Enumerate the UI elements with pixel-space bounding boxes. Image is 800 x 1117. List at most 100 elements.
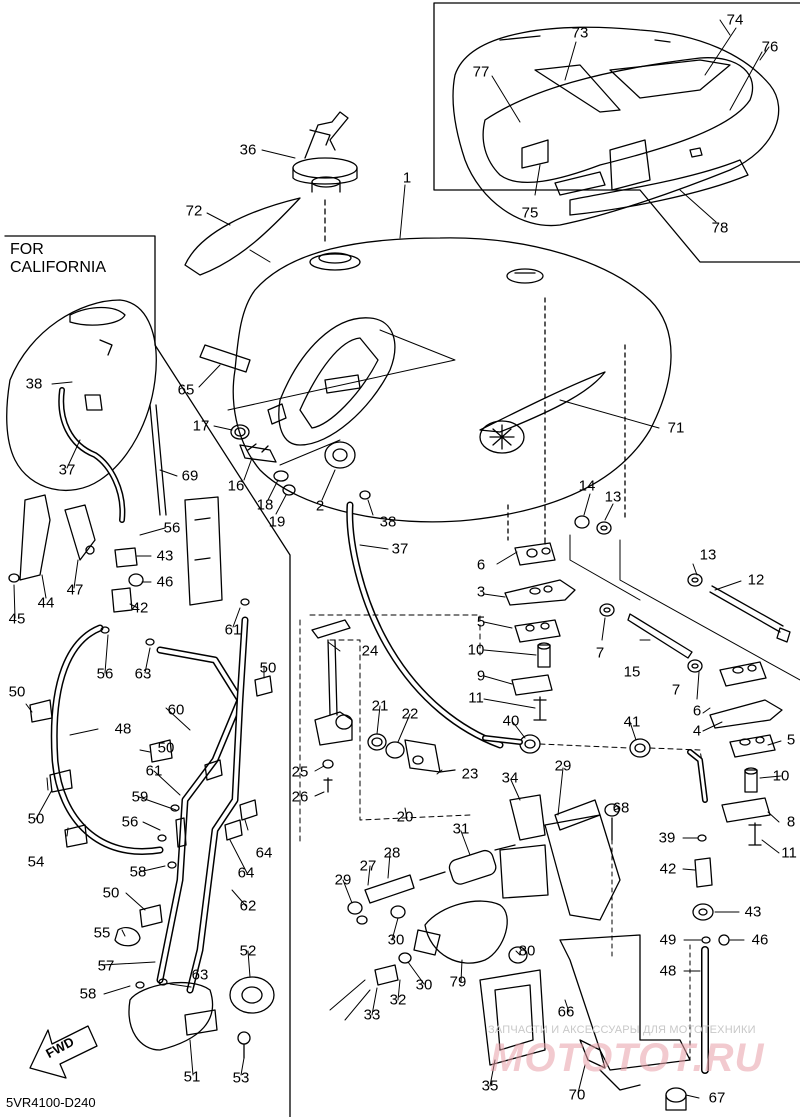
- canister-line-parts-right: [692, 834, 730, 1074]
- callout-c43a: 43: [744, 903, 762, 921]
- callout-c33: 33: [363, 1006, 381, 1024]
- callout-c7a: 7: [595, 644, 605, 662]
- petcock-mount-parts: [227, 329, 456, 496]
- watermark-line1: ЗАПЧАСТИ И АКСЕССУАРЫ ДЛЯ МОТОТЕХНИКИ: [488, 1024, 756, 1036]
- callout-c21: 21: [371, 697, 389, 715]
- tank-mount-bracket-parts: [504, 515, 800, 846]
- callout-c80: 80: [518, 942, 536, 960]
- callout-c34: 34: [501, 769, 519, 787]
- callout-c56a: 56: [163, 519, 181, 537]
- inset-title: FOR CALIFORNIA: [10, 241, 106, 277]
- callout-c70: 70: [568, 1086, 586, 1104]
- callout-c63b: 63: [191, 966, 209, 984]
- fuel-line-parts: [482, 734, 708, 803]
- callout-c14: 14: [578, 477, 596, 495]
- callout-c36: 36: [239, 141, 257, 159]
- callout-c47: 47: [66, 581, 84, 599]
- callout-c23: 23: [461, 765, 479, 783]
- callout-c7b: 7: [671, 681, 681, 699]
- callout-c58b: 58: [79, 985, 97, 1003]
- callout-c24: 24: [361, 642, 379, 660]
- callout-c45: 45: [8, 610, 26, 628]
- callout-c67: 67: [708, 1089, 726, 1107]
- callout-c50b: 50: [27, 810, 45, 828]
- callout-c9: 9: [476, 667, 486, 685]
- fuel-petcock-assembly: [299, 614, 481, 846]
- callout-c22: 22: [401, 705, 419, 723]
- callout-c64b: 64: [237, 864, 255, 882]
- callout-c77: 77: [472, 63, 490, 81]
- inset-title-line2: CALIFORNIA: [10, 259, 107, 276]
- callout-c38b: 38: [379, 513, 397, 531]
- callout-c37b: 37: [391, 540, 409, 558]
- callout-c76: 76: [761, 38, 779, 56]
- callout-c10b: 10: [772, 767, 790, 785]
- callout-c28: 28: [383, 844, 401, 862]
- callout-c66: 66: [557, 1003, 575, 1021]
- callout-c17: 17: [192, 417, 210, 435]
- callout-c54: 54: [27, 853, 45, 871]
- callout-c50d: 50: [157, 739, 175, 757]
- callout-c19: 19: [268, 513, 286, 531]
- callout-c65: 65: [177, 381, 195, 399]
- callout-c69: 69: [181, 467, 199, 485]
- callout-c49: 49: [659, 931, 677, 949]
- callout-c48a: 48: [659, 962, 677, 980]
- callout-c61b: 61: [145, 762, 163, 780]
- callout-c72: 72: [185, 202, 203, 220]
- callout-c8: 8: [786, 813, 796, 831]
- callout-c35: 35: [481, 1077, 499, 1095]
- callout-c46a: 46: [751, 931, 769, 949]
- callout-c16: 16: [227, 477, 245, 495]
- callout-c55: 55: [93, 924, 111, 942]
- callout-c52: 52: [239, 942, 257, 960]
- callout-c46b: 46: [156, 573, 174, 591]
- fwd-arrow-shape: [29, 1025, 98, 1079]
- callout-c11a: 11: [468, 689, 484, 707]
- callout-c30a: 30: [387, 931, 405, 949]
- callout-c30b: 30: [415, 976, 433, 994]
- callout-c42b: 42: [131, 599, 149, 617]
- callout-c58a: 58: [129, 863, 147, 881]
- callout-c32: 32: [389, 991, 407, 1009]
- callout-c26: 26: [291, 788, 309, 806]
- callout-c50c: 50: [102, 884, 120, 902]
- callout-c53: 53: [232, 1069, 250, 1087]
- fuel-pump-filter-assembly: [329, 794, 691, 1111]
- tank-cover-drawing: [452, 26, 780, 227]
- callout-c48b: 48: [114, 720, 132, 738]
- california-tank-drawing: [6, 299, 275, 1059]
- callout-c5b: 5: [786, 731, 796, 749]
- fuel-cap-assembly: [292, 111, 358, 246]
- callout-c78: 78: [711, 219, 729, 237]
- callout-c5a: 5: [476, 613, 486, 631]
- callout-c56c: 56: [121, 813, 139, 831]
- callout-c20: 20: [396, 808, 414, 826]
- callout-c51: 51: [183, 1068, 201, 1086]
- callout-c29a: 29: [334, 871, 352, 889]
- callout-c11b: 11: [781, 844, 797, 862]
- callout-c44: 44: [37, 594, 55, 612]
- callout-c6a: 6: [476, 556, 486, 574]
- inset-title-line1: FOR: [10, 241, 44, 258]
- callout-c60: 60: [167, 701, 185, 719]
- callout-c50a: 50: [8, 683, 26, 701]
- callout-c56b: 56: [96, 665, 114, 683]
- callout-c25: 25: [291, 763, 309, 781]
- callout-c13a: 13: [604, 488, 622, 506]
- callout-c64a: 64: [255, 844, 273, 862]
- callout-c18: 18: [256, 496, 274, 514]
- callout-c6b: 6: [692, 702, 702, 720]
- tank-cover-inset-frame: [433, 2, 800, 263]
- callout-c27: 27: [359, 857, 377, 875]
- side-cover-part: [184, 197, 301, 276]
- callout-c40: 40: [502, 712, 520, 730]
- callout-c50e: 50: [259, 659, 277, 677]
- callout-c38a: 38: [25, 375, 43, 393]
- callout-c10a: 10: [467, 641, 485, 659]
- callout-c59: 59: [131, 788, 149, 806]
- callout-c3: 3: [476, 583, 486, 601]
- callout-c39: 39: [658, 829, 676, 847]
- callout-c62: 62: [239, 897, 257, 915]
